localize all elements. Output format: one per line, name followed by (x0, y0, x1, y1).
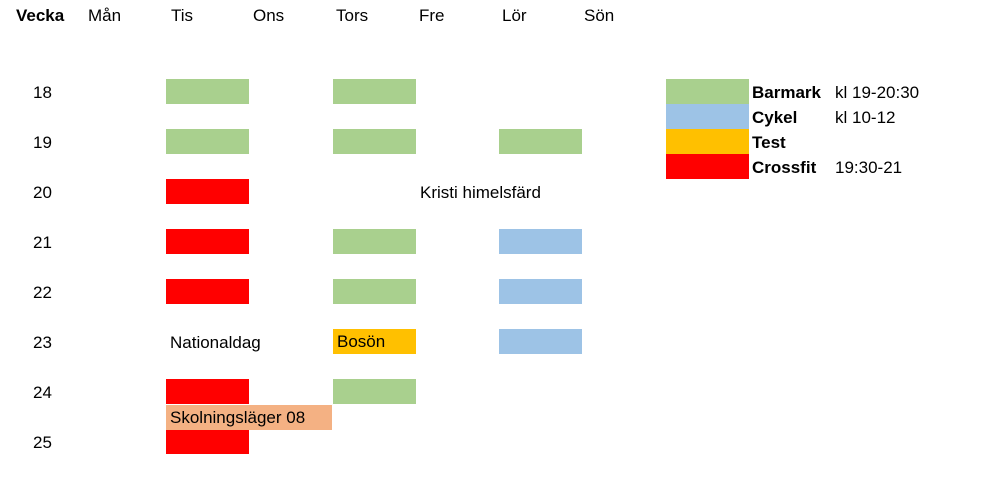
camp-block-label: Skolningsläger 08 (170, 408, 306, 427)
legend-time-cykel: kl 10-12 (835, 108, 896, 127)
activity-block-crossfit (166, 229, 249, 254)
legend-time-barmark: kl 19-20:30 (835, 83, 920, 102)
legend-swatch-barmark (666, 79, 749, 104)
camp-block-skolningslager: Skolningsläger 08 (166, 405, 332, 430)
day-header-sat: Lör (502, 6, 527, 25)
week-label-18: 18 (33, 83, 52, 102)
activity-block-cykel (499, 329, 582, 354)
activity-block-barmark (333, 379, 416, 404)
week-label-23: 23 (33, 333, 52, 352)
legend-swatch-cykel (666, 104, 749, 129)
day-header-tue: Tis (171, 6, 194, 25)
test-block-boson: Bosön (333, 329, 416, 354)
week-column-header: Vecka (16, 6, 65, 25)
legend-name-barmark: Barmark (752, 83, 821, 102)
holiday-note-kristi-himelsfard: Kristi himelsfärd (420, 183, 541, 202)
legend-name-crossfit: Crossfit (752, 158, 817, 177)
activity-block-crossfit (166, 429, 249, 454)
activity-block-barmark (333, 129, 416, 154)
activity-block-barmark (333, 79, 416, 104)
activity-block-cykel (499, 229, 582, 254)
holiday-note-nationaldag: Nationaldag (170, 333, 261, 352)
day-header-thu: Tors (336, 6, 369, 25)
week-label-24: 24 (33, 383, 52, 402)
activity-block-barmark (166, 129, 249, 154)
activity-block-cykel (499, 279, 582, 304)
legend-name-cykel: Cykel (752, 108, 798, 127)
test-block-label: Bosön (337, 332, 386, 351)
legend-name-test: Test (752, 133, 786, 152)
week-label-25: 25 (33, 433, 52, 452)
activity-block-crossfit (166, 279, 249, 304)
day-header-mon: Mån (88, 6, 122, 25)
legend-swatch-test (666, 129, 749, 154)
legend-time-crossfit: 19:30-21 (835, 158, 903, 177)
legend-swatch-crossfit (666, 154, 749, 179)
activity-block-barmark (166, 79, 249, 104)
activity-block-crossfit (166, 379, 249, 404)
day-header-wed: Ons (253, 6, 285, 25)
week-label-20: 20 (33, 183, 52, 202)
activity-block-barmark (499, 129, 582, 154)
week-label-22: 22 (33, 283, 52, 302)
week-label-19: 19 (33, 133, 52, 152)
activity-block-crossfit (166, 179, 249, 204)
day-header-fri: Fre (419, 6, 445, 25)
activity-block-barmark (333, 279, 416, 304)
day-header-sun: Sön (584, 6, 615, 25)
activity-block-barmark (333, 229, 416, 254)
week-label-21: 21 (33, 233, 52, 252)
